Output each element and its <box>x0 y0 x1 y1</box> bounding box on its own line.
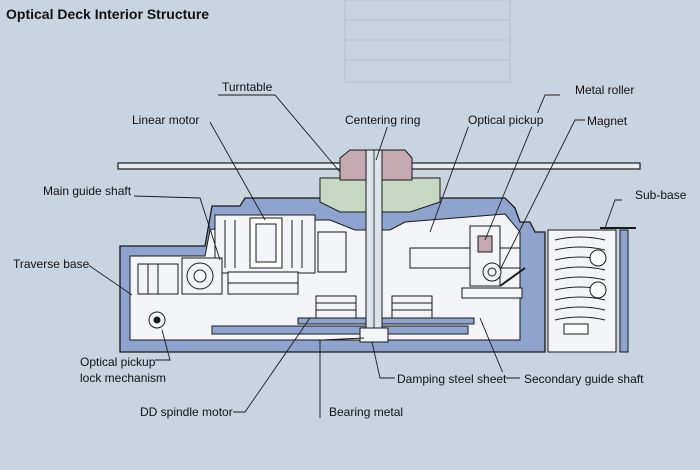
label-secondary-guide-shaft: Secondary guide shaft <box>524 372 644 386</box>
ghost-background-table <box>344 0 511 83</box>
traverse-base-shape <box>137 263 179 295</box>
sub-base-shape <box>547 229 629 353</box>
pickup-lock-shape <box>148 311 166 329</box>
label-optical-pickup: Optical pickup <box>468 113 544 127</box>
secondary-guide-shaft-line <box>499 267 526 287</box>
leader-lines <box>83 94 622 418</box>
label-optical-pickup-lock-line1: Optical pickup <box>80 355 156 369</box>
label-bearing-metal: Bearing metal <box>329 405 404 419</box>
label-magnet: Magnet <box>587 114 628 128</box>
dd-spindle-motor-shape <box>315 295 433 319</box>
label-traverse-base: Traverse base <box>13 257 90 271</box>
label-metal-roller: Metal roller <box>575 83 635 97</box>
label-centering-ring: Centering ring <box>345 113 421 127</box>
label-turntable: Turntable <box>222 80 273 94</box>
label-sub-base: Sub-base <box>635 188 687 202</box>
lower-plate <box>211 325 469 335</box>
label-damping-steel-sheet: Damping steel sheet <box>397 372 507 386</box>
label-linear-motor: Linear motor <box>132 113 200 127</box>
label-dd-spindle-motor: DD spindle motor <box>140 405 233 419</box>
page-title: Optical Deck Interior Structure <box>6 6 210 22</box>
label-optical-pickup-lock-line2: lock mechanism <box>80 371 167 385</box>
main-guide-shaft-shape <box>181 257 299 295</box>
optical-pickup-shape <box>409 225 523 299</box>
bearing-metal-shape <box>359 327 389 343</box>
linear-motor-shape <box>214 214 347 274</box>
damping-steel-sheet-shape <box>297 317 475 325</box>
label-main-guide-shaft: Main guide shaft <box>43 184 132 198</box>
